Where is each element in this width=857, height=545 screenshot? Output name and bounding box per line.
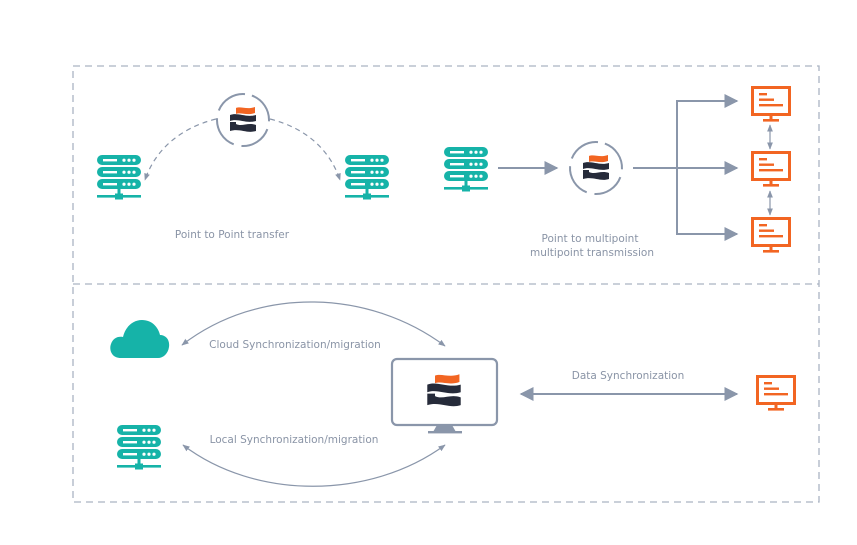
sync-hub-icon xyxy=(216,93,270,147)
sync-host-monitor-icon xyxy=(390,357,499,434)
server-icon xyxy=(444,147,488,192)
cloud-sync-arrow xyxy=(181,301,446,347)
point-to-point-section: Point to Point transfer xyxy=(97,93,389,241)
sync-logo-icon xyxy=(583,155,609,180)
synchronization-section: Cloud Synchronization/migration Local Sy… xyxy=(110,301,796,487)
cloud-sync-label: Cloud Synchronization/migration xyxy=(209,339,381,351)
monitor-icon xyxy=(751,151,791,189)
cloud-icon xyxy=(110,320,170,358)
point-to-point-label: Point to Point transfer xyxy=(175,229,290,241)
sync-hub-icon xyxy=(569,141,623,195)
transfer-arrow-right xyxy=(269,118,341,181)
server-icon xyxy=(345,155,389,200)
sync-logo-icon xyxy=(230,107,256,132)
transfer-arrow-left xyxy=(144,118,217,181)
point-to-multipoint-label-2: multipoint transmission xyxy=(530,247,654,259)
monitor-icon xyxy=(751,217,791,255)
server-icon xyxy=(117,425,161,470)
point-to-multipoint-label-1: Point to multipoint xyxy=(542,233,639,245)
branch-connector xyxy=(633,94,739,241)
local-sync-label: Local Synchronization/migration xyxy=(210,434,379,446)
server-icon xyxy=(97,155,141,200)
monitor-icon xyxy=(751,86,791,124)
local-sync-arrow xyxy=(182,444,446,487)
monitor-icon xyxy=(756,375,796,413)
point-to-multipoint-section: Point to multipoint multipoint transmiss… xyxy=(444,86,791,259)
data-sync-label: Data Synchronization xyxy=(572,370,685,382)
